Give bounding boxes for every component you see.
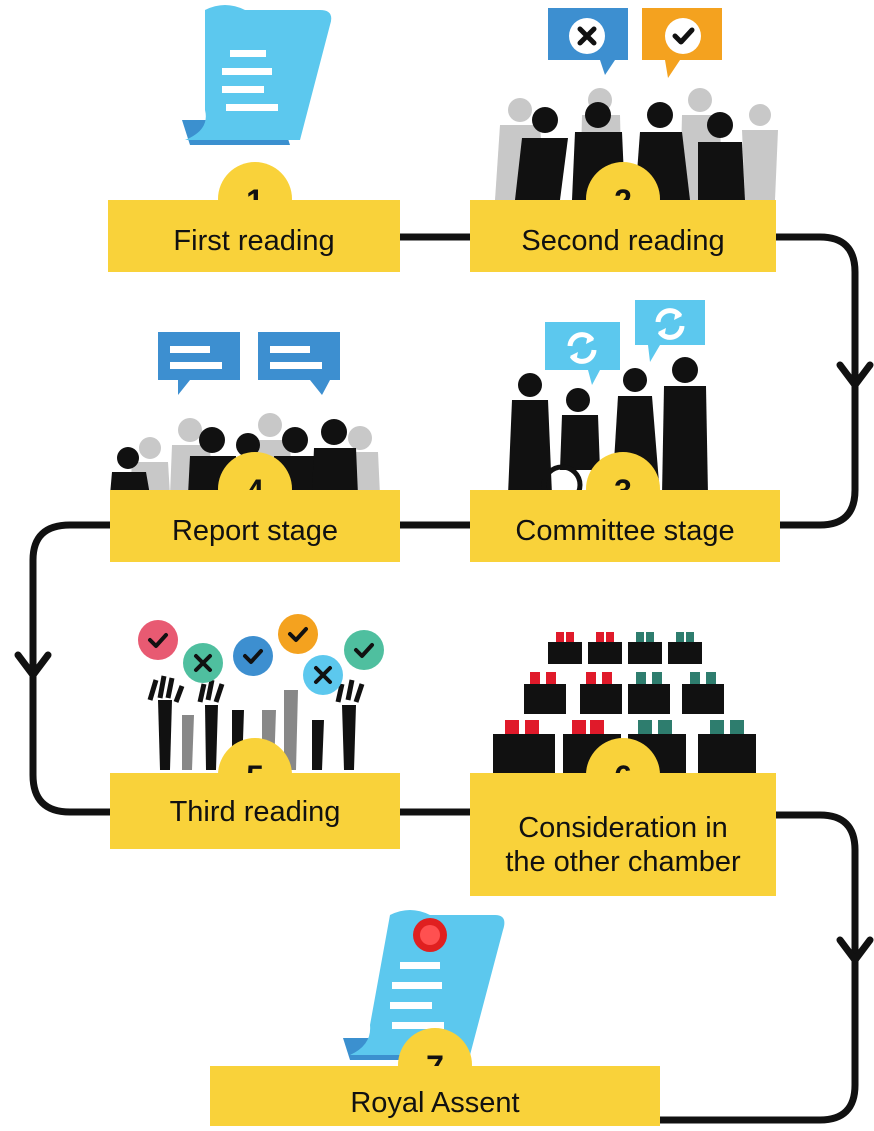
speech-bubble-icon <box>158 332 240 395</box>
approve-icon <box>344 630 384 670</box>
stage-3-label: Committee stage <box>515 515 735 547</box>
stage-4-box: Report stage <box>110 490 400 562</box>
stage-5-label: Third reading <box>169 796 341 828</box>
connector-4-5 <box>29 521 114 816</box>
stage-6-box: Consideration in the other chamber <box>470 773 776 896</box>
refresh-icon <box>635 300 705 362</box>
refresh-icon <box>545 322 620 385</box>
reject-icon <box>183 643 223 683</box>
speech-bubble-icon <box>258 332 340 395</box>
approve-icon <box>138 620 178 660</box>
stage-7-label: Royal Assent <box>350 1087 520 1119</box>
stage-2-box: Second reading <box>470 200 776 272</box>
stage-1-box: First reading <box>108 200 400 272</box>
sealed-scroll-icon <box>343 910 505 1060</box>
stage-3-box: Committee stage <box>470 490 780 562</box>
arrow-down-left <box>14 651 52 679</box>
stage-4-label: Report stage <box>171 515 339 547</box>
stage-2-label: Second reading <box>521 225 725 257</box>
connector-6-7 <box>656 811 859 1124</box>
stage-1-label: First reading <box>173 225 335 257</box>
approve-icon <box>233 636 273 676</box>
stage-6-label-line1: Consideration in <box>518 812 728 844</box>
stage-7-box: Royal Assent <box>210 1066 660 1126</box>
arrow-down-right-1 <box>836 361 874 389</box>
reject-icon <box>548 8 628 75</box>
arrow-down-right-2 <box>836 936 874 964</box>
reject-icon <box>303 655 343 695</box>
stage-6-label-line2: the other chamber <box>505 846 741 878</box>
flow-connectors <box>14 233 874 1124</box>
stage-5-box: Third reading <box>110 773 400 849</box>
connector-2-3 <box>772 233 859 529</box>
approve-icon <box>642 8 722 78</box>
approve-icon <box>278 614 318 654</box>
scroll-icon <box>182 5 332 145</box>
